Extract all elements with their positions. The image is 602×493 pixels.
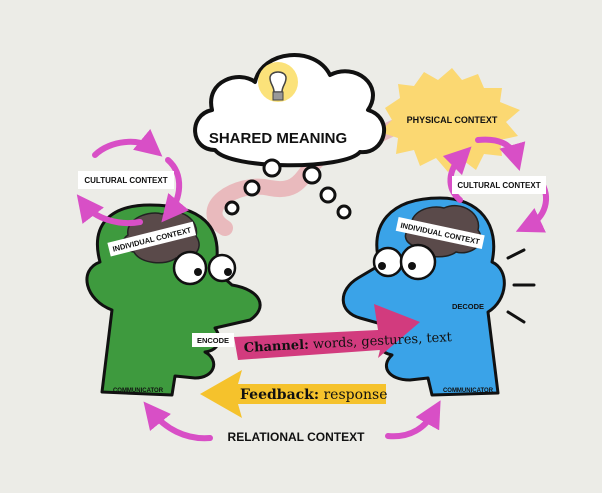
communicator-left-label: COMMUNICATOR <box>113 388 164 394</box>
feedback-text: Feedback: response <box>240 387 388 403</box>
cultural-context-right-label: CULTURAL CONTEXT <box>457 181 540 190</box>
relational-arrow-left <box>143 401 213 442</box>
encode-label: ENCODE <box>197 336 229 345</box>
relational-context-label: RELATIONAL CONTEXT <box>228 430 366 444</box>
physical-context-burst <box>380 68 520 172</box>
channel-label: Channel: <box>243 338 309 356</box>
cultural-left-arrow-bottom <box>76 194 143 226</box>
feedback-description: response <box>319 387 388 403</box>
channel-arrow <box>234 304 420 360</box>
left-communicator-head <box>85 203 262 397</box>
cultural-context-left-label: CULTURAL CONTEXT <box>84 176 167 185</box>
shared-meaning-cloud <box>193 53 387 220</box>
physical-context-label: PHYSICAL CONTEXT <box>407 115 498 125</box>
cultural-left-arrow-top <box>92 128 163 158</box>
cultural-left-arrow-right <box>161 157 190 223</box>
communicator-right-label: COMMUNICATOR <box>443 388 494 394</box>
shared-meaning-title: SHARED MEANING <box>209 130 347 147</box>
decode-label: DECODE <box>452 302 484 311</box>
cultural-right-arrow-top <box>475 136 526 171</box>
cultural-right-arrow-left <box>442 146 472 203</box>
feedback-arrow <box>200 370 386 418</box>
relational-arrow-right <box>385 400 441 440</box>
feedback-label: Feedback: <box>240 387 319 403</box>
lightbulb-icon <box>258 62 298 102</box>
